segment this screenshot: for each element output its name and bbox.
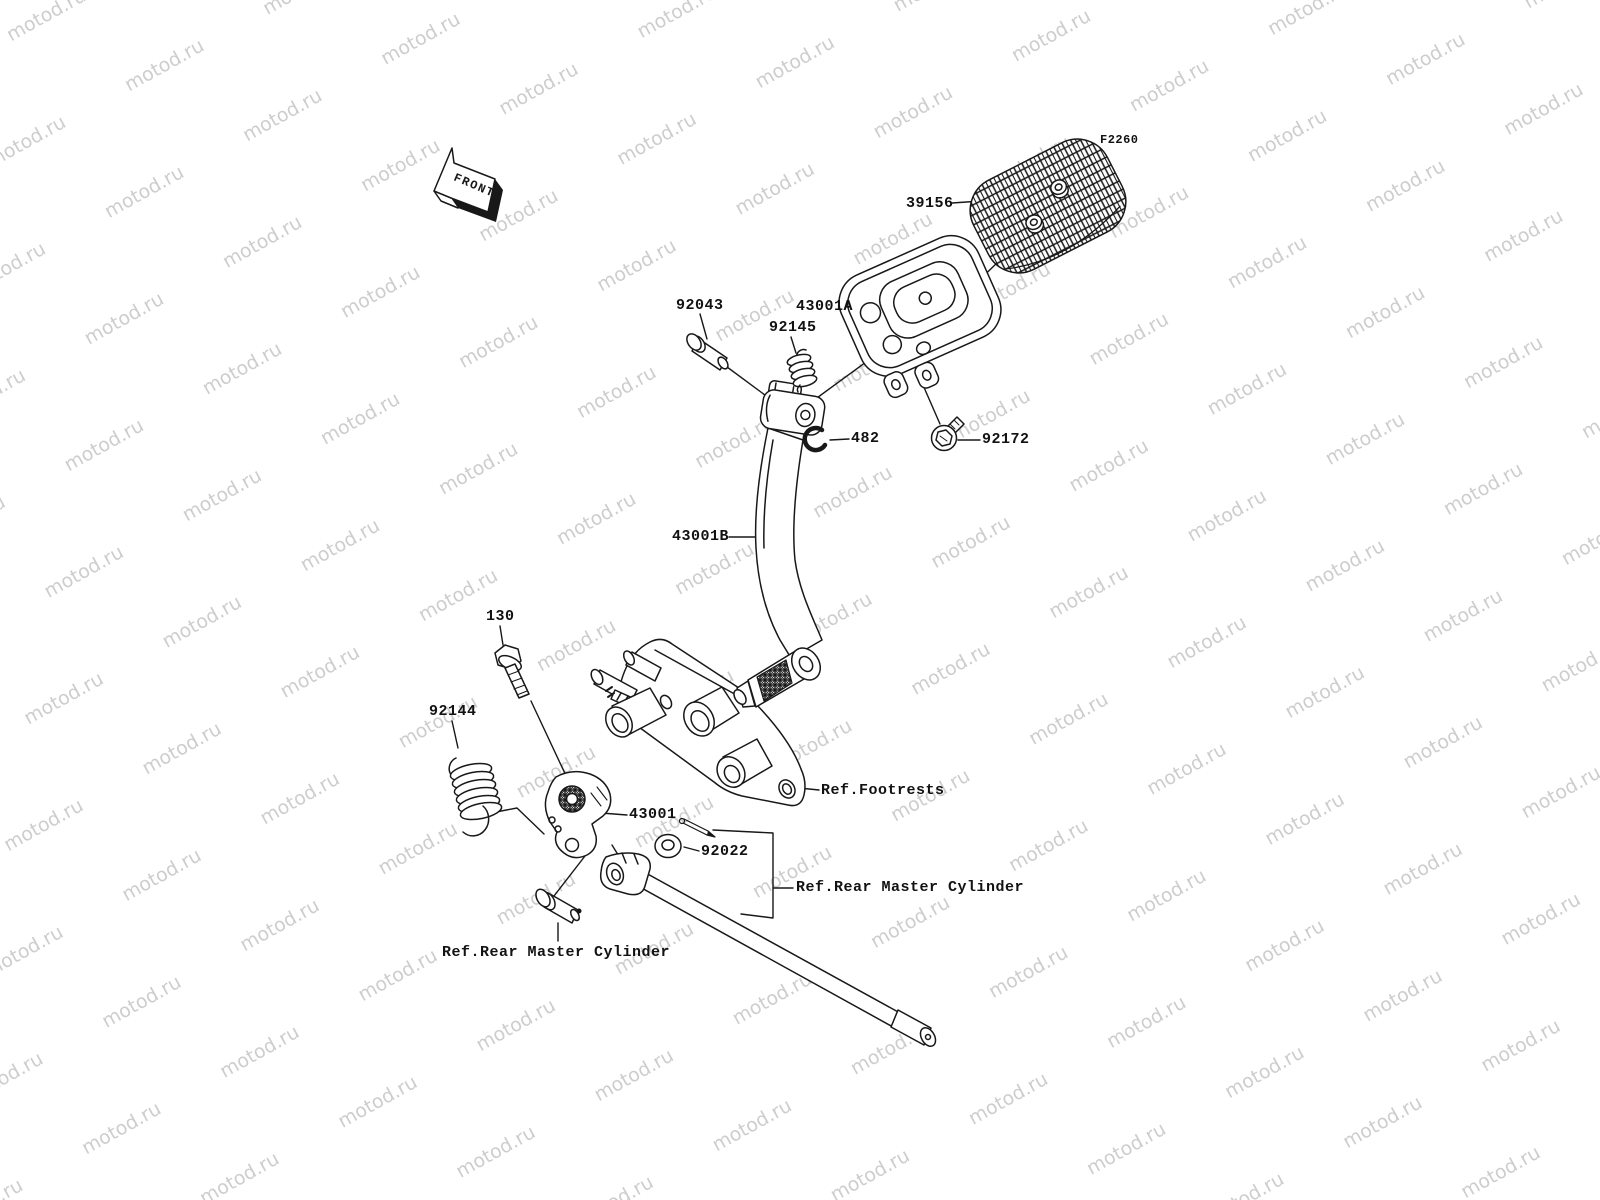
ref-label-footrests: Ref.Footrests — [821, 782, 945, 799]
part-label-92043: 92043 — [676, 297, 724, 314]
pedal-spring — [448, 757, 503, 837]
part-label-43001B: 43001B — [672, 528, 730, 545]
pedal-return-spring — [786, 348, 818, 393]
part-label-43001: 43001 — [629, 806, 677, 823]
part-label-130: 130 — [486, 608, 515, 625]
master-cylinder-push-rod — [599, 852, 937, 1047]
pivot-bolt — [494, 644, 530, 699]
pedal-clamp — [544, 770, 612, 859]
circlip — [802, 425, 828, 453]
part-label-39156: 39156 — [906, 195, 954, 212]
clevis-pin — [535, 888, 582, 924]
figure-code: F2260 — [1100, 133, 1139, 147]
pedal-base-plate — [838, 235, 1002, 399]
part-label-92144: 92144 — [429, 703, 477, 720]
washer — [654, 833, 682, 859]
ref-label-rear-master-cylinder-bottom: Ref.Rear Master Cylinder — [442, 944, 671, 961]
part-label-43001A: 43001A — [796, 298, 854, 315]
pivot-pin — [686, 333, 729, 371]
brake-pedal-arm — [733, 380, 826, 708]
pedal-pad — [969, 138, 1127, 274]
part-label-92145: 92145 — [769, 319, 817, 336]
part-label-92172: 92172 — [982, 431, 1030, 448]
pad-bolt — [930, 416, 965, 452]
ref-label-rear-master-cylinder-right: Ref.Rear Master Cylinder — [796, 879, 1025, 896]
front-arrow: FRONT — [433, 147, 503, 222]
part-label-92022: 92022 — [701, 843, 749, 860]
cotter-pin — [678, 817, 716, 838]
part-label-482: 482 — [851, 430, 880, 447]
footrest-bracket — [590, 615, 810, 807]
